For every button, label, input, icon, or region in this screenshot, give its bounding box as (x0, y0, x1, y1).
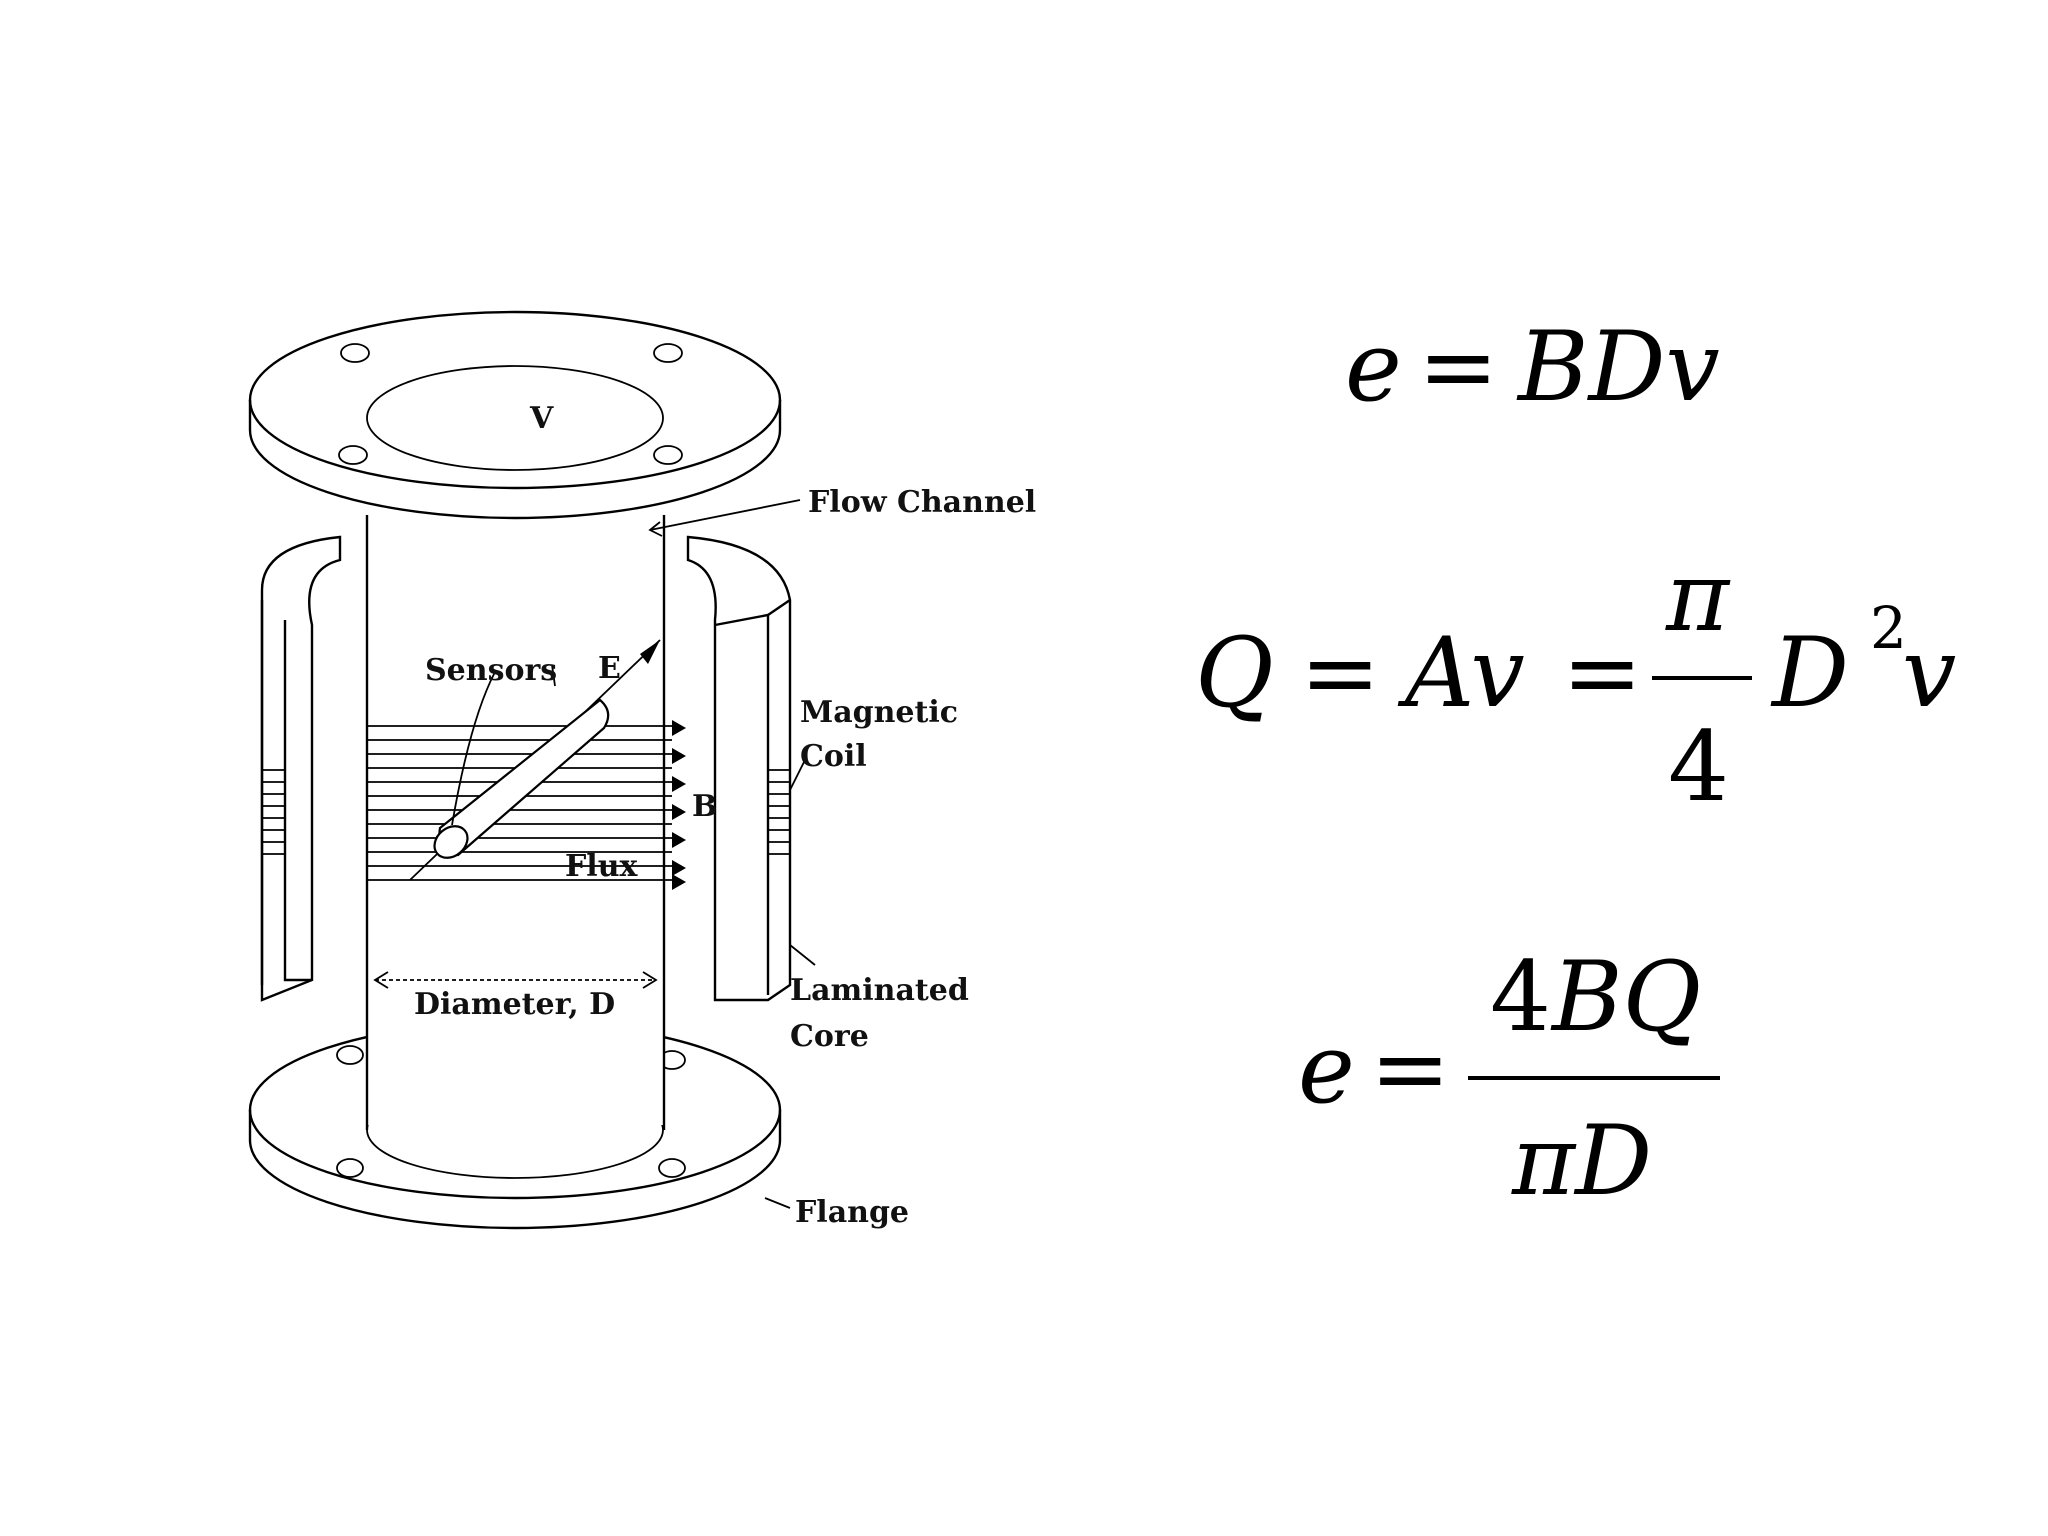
label-sensors: Sensors (425, 653, 557, 688)
eq2-tail-var: v (1902, 617, 1956, 729)
label-flux: Flux (565, 849, 639, 884)
label-velocity: V (529, 401, 554, 436)
label-magnetic-coil-line2: Coil (800, 739, 867, 774)
eq2-equals-2: = (1562, 617, 1642, 729)
label-diameter: Diameter, D (414, 987, 615, 1022)
equation-flow-rate: Q = Av = π 4 D 2 v (1195, 541, 1956, 823)
equations: e = BDv Q = Av = π 4 D 2 v e = 4 BQ πD (1195, 311, 1956, 1217)
flow-channel-tube (365, 515, 666, 1130)
equation-emf-from-flow: e = 4 BQ πD (1298, 941, 1720, 1217)
top-flange (248, 310, 782, 520)
label-flow-channel: Flow Channel (808, 485, 1036, 520)
label-laminated-core-line1: Laminated (790, 973, 969, 1008)
leader-lines (451, 499, 816, 1209)
eq3-lhs: e (1298, 1013, 1355, 1125)
equation-emf: e = BDv (1345, 311, 1720, 423)
eq2-mid: Av (1397, 617, 1525, 729)
eq1-equals: = (1418, 311, 1498, 423)
eq3-equals: = (1370, 1013, 1450, 1125)
diameter-dimension (373, 971, 658, 989)
sensor-electrodes (409, 639, 661, 881)
eq3-num-vars: BQ (1550, 941, 1701, 1053)
eq1-lhs: e (1345, 311, 1402, 423)
eq2-equals-1: = (1300, 617, 1380, 729)
eq3-denominator: πD (1511, 1105, 1652, 1217)
label-e-field: E (598, 651, 621, 686)
eq2-tail-exponent: 2 (1870, 594, 1907, 662)
flowmeter-diagram: V Flow Channel Sensors E Magnetic Coil B… (248, 310, 1036, 1230)
eq3-num-coef: 4 (1490, 941, 1551, 1053)
eq1-rhs: BDv (1516, 311, 1720, 423)
eq2-lhs: Q (1195, 617, 1274, 729)
left-magnetic-core (260, 535, 342, 1002)
eq2-frac-denominator: 4 (1668, 711, 1729, 823)
label-magnetic-coil-line1: Magnetic (800, 695, 958, 730)
label-laminated-core-line2: Core (790, 1019, 869, 1054)
label-flange: Flange (795, 1195, 909, 1230)
label-b-field: B (692, 789, 717, 824)
right-magnetic-core (686, 535, 792, 1002)
eq2-tail-base: D (1770, 617, 1849, 729)
eq2-frac-numerator: π (1665, 541, 1731, 653)
